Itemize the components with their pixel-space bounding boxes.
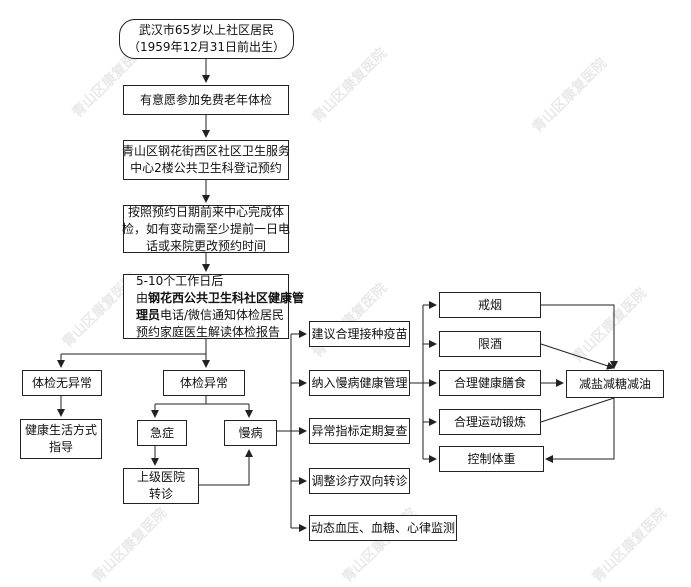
alcohol-text: 限酒 (477, 336, 502, 351)
abnormal-node: 体检异常 (163, 370, 245, 396)
arrow-smoke-salt (541, 304, 618, 369)
acute-node: 急症 (137, 420, 187, 446)
start-line-2: （1959年12月31日前出生） (127, 40, 286, 54)
register-line-1: 青山区钢花街西区社区卫生服务 (122, 144, 291, 158)
weight-node: 控制体重 (439, 446, 544, 472)
report-bold-2: 理员 (136, 307, 161, 322)
report-node: 5-10个工作日后 由钢花西公共卫生科社区健康管 理员电话/微信通知体检居民 预… (123, 273, 304, 339)
smoke-node: 戒烟 (439, 292, 541, 318)
referral-line-1: 上级医院 (136, 470, 185, 484)
salt-sugar-node: 减盐减糖减油 (566, 370, 664, 398)
arrow-abnormal-split (155, 396, 249, 405)
recheck-node: 异常指标定期复查 (309, 418, 410, 444)
acute-text: 急症 (149, 425, 174, 440)
two-way-node: 调整诊疗双向转诊 (309, 468, 410, 494)
report-line-1: 5-10个工作日后 (136, 273, 224, 288)
arrow-exercise-salt (540, 397, 615, 423)
report-prefix: 由 (136, 290, 149, 305)
checkup-line-2: 检，如有变动需至少提前一日电 (122, 221, 291, 236)
chronic-node: 慢病 (224, 420, 277, 446)
report-bold-1: 钢花西公共卫生科社区健康管 (148, 290, 305, 305)
manage-node: 纳入慢病健康管理 (309, 370, 410, 396)
lifestyle-line-1: 健康生活方式 (25, 423, 98, 437)
normal-node: 体检无异常 (22, 370, 102, 396)
arrow-report-split (61, 339, 207, 355)
abnormal-text: 体检异常 (179, 375, 228, 390)
report-rest-2: 电话/微信通知体检居民 (160, 307, 285, 322)
two-way-text: 调整诊疗双向转诊 (311, 473, 408, 488)
diet-node: 合理健康膳食 (439, 370, 541, 396)
referral-node: 上级医院 转诊 (123, 468, 199, 504)
vaccine-text: 建议合理接种疫苗 (311, 326, 408, 341)
recheck-text: 异常指标定期复查 (311, 423, 408, 438)
willing-node: 有意愿参加免费老年体检 (123, 85, 289, 115)
checkup-node: 按照预约日期前来中心完成体 检，如有变动需至少提前一日电 话或来院更改预约时间 (122, 204, 291, 253)
weight-text: 控制体重 (467, 451, 516, 466)
arrow-referral-chronic (199, 449, 253, 486)
monitor-text: 动态血压、血糖、心律监测 (311, 520, 456, 535)
register-node: 青山区钢花街西区社区卫生服务 中心2楼公共卫生科登记预约 (122, 140, 291, 180)
start-node: 武汉市65岁以上社区居民 （1959年12月31日前出生） (119, 19, 294, 59)
checkup-line-3: 话或来院更改预约时间 (145, 238, 266, 253)
referral-line-2: 转诊 (148, 487, 173, 501)
start-line-1: 武汉市65岁以上社区居民 (138, 23, 275, 37)
chronic-text: 慢病 (238, 425, 263, 440)
exercise-node: 合理运动锻炼 (439, 409, 541, 435)
connectors (57, 59, 618, 532)
diet-text: 合理健康膳食 (453, 375, 526, 390)
manage-text: 纳入慢病健康管理 (311, 375, 408, 390)
lifestyle-node: 健康生活方式 指导 (20, 419, 102, 459)
report-line-3: 理员电话/微信通知体检居民 (136, 307, 284, 324)
flowchart: 青山区康复医院 青山区康复医院 青山区康复医院 青山区康复医院 青山区康复医院 … (20, 19, 670, 586)
exercise-text: 合理运动锻炼 (453, 414, 526, 429)
report-line-4: 预约家庭医生解读体检报告 (136, 324, 281, 339)
vaccine-node: 建议合理接种疫苗 (309, 321, 410, 347)
checkup-line-1: 按照预约日期前来中心完成体 (128, 204, 285, 219)
arrow-alcohol-salt (540, 343, 615, 370)
monitor-node: 动态血压、血糖、心律监测 (309, 515, 457, 541)
register-line-2: 中心2楼公共卫生科登记预约 (130, 161, 282, 175)
salt-sugar-text: 减盐减糖减油 (578, 376, 651, 391)
smoke-text: 戒烟 (477, 297, 502, 312)
willing-text: 有意愿参加免费老年体检 (139, 92, 272, 107)
report-line-2: 由钢花西公共卫生科社区健康管 (136, 290, 304, 307)
lifestyle-line-2: 指导 (48, 440, 73, 454)
arrow-salt-weight (545, 398, 615, 463)
normal-text: 体检无异常 (31, 375, 92, 390)
alcohol-node: 限酒 (439, 331, 541, 357)
